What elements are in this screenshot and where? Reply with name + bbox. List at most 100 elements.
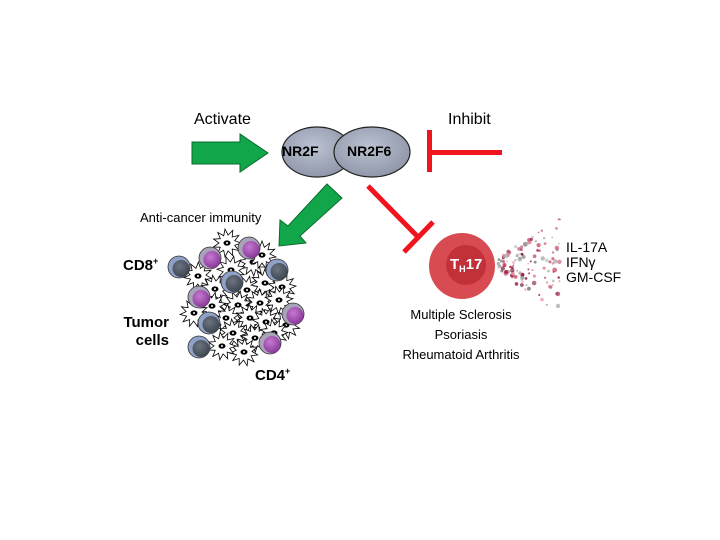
tumor-label-line2: cells <box>135 332 169 349</box>
cytokine-particle <box>511 260 516 265</box>
cytokine-particle <box>555 227 558 230</box>
inhibit-bar-symbol <box>427 130 502 172</box>
cytokine-particle <box>538 249 541 252</box>
cytokine-particle <box>507 269 511 273</box>
cytokine-particle <box>518 271 522 275</box>
cytokine-particle <box>545 303 548 306</box>
cytokine-particle <box>520 283 524 287</box>
cd8-t-cell <box>167 255 191 279</box>
cytokine-particle <box>516 269 519 272</box>
cytokine-particle <box>517 247 521 251</box>
cd4-label: CD4+ <box>255 366 291 385</box>
cytokine-particles <box>496 218 562 309</box>
cd4-superscript: + <box>285 366 291 376</box>
th17-label: TH17 <box>450 256 482 274</box>
cytokine-particle <box>520 252 524 256</box>
cytokine-particle <box>554 245 560 251</box>
cytokine-particle <box>520 278 523 281</box>
cd4-t-cell <box>187 285 211 309</box>
inhibit-label: Inhibit <box>448 111 491 128</box>
activate-arrow <box>191 133 269 173</box>
cytokine-particle <box>499 259 504 263</box>
cytokine-particle <box>521 280 524 283</box>
cd4-t-cell <box>198 246 222 270</box>
cytokine-particle <box>557 218 560 221</box>
cytokine-particle <box>551 262 554 265</box>
cytokine-particle <box>542 237 546 240</box>
cytokine-particle <box>533 260 537 264</box>
cd4-t-cell <box>237 236 261 260</box>
cd4-text: CD4 <box>255 367 286 384</box>
cytokine-particle <box>551 279 555 283</box>
cytokine-particle <box>527 268 530 271</box>
cd8-label: CD8+ <box>123 256 159 275</box>
anti-cancer-arrow <box>278 183 343 247</box>
cytokine-particle <box>536 243 541 248</box>
cytokine-particle <box>557 276 560 279</box>
nr2f-label: NR2F <box>282 143 319 159</box>
tumor-cell-cluster <box>167 227 305 367</box>
cytokine-particle <box>521 254 526 259</box>
cytokine-particle <box>525 284 528 287</box>
cd8-t-cell <box>197 311 221 335</box>
cytokine-particle <box>506 260 509 263</box>
disease-list: Multiple Sclerosis Psoriasis Rheumatoid … <box>391 305 531 365</box>
cytokine-particle <box>544 276 547 279</box>
cytokine-particle <box>536 249 539 252</box>
cytokine-particle <box>524 277 528 280</box>
cytokine-particle <box>555 291 561 297</box>
cytokine-particle <box>512 264 515 267</box>
cytokine-particle <box>527 286 531 291</box>
cytokine-particle <box>514 258 517 262</box>
cytokine-particle <box>511 266 514 269</box>
cytokine-particle <box>551 251 555 254</box>
cytokine-particle <box>555 303 561 309</box>
cd4-t-cell <box>258 331 282 355</box>
cytokine-particle <box>496 261 500 265</box>
cytokine-particle <box>551 284 554 287</box>
cytokine-particle <box>532 274 537 278</box>
th17-cell <box>429 233 495 299</box>
disease-psoriasis: Psoriasis <box>434 327 488 342</box>
th17-inhibit-symbol <box>366 184 435 254</box>
cytokine-particle <box>522 241 528 247</box>
cytokine-particle <box>529 260 532 263</box>
disease-rheumatoid-arthritis: Rheumatoid Arthritis <box>402 347 520 362</box>
cytokine-particle <box>543 242 547 246</box>
cytokine-particle <box>540 256 545 261</box>
cytokine-particle <box>504 270 508 274</box>
cytokine-particle <box>551 236 553 239</box>
cytokine-particle <box>557 259 562 264</box>
tumor-cells-label: Tumor cells <box>121 314 169 350</box>
tumor-label-line1: Tumor <box>123 314 169 331</box>
cytokine-particle <box>503 256 505 259</box>
nr2f6-label: NR2F6 <box>347 143 392 159</box>
cytokine-il17a: IL-17A <box>566 239 608 255</box>
cytokine-particle <box>558 280 561 283</box>
cytokine-particle <box>511 272 515 276</box>
cytokine-particle <box>530 238 533 241</box>
cytokine-particle <box>552 271 555 273</box>
cd8-superscript: + <box>153 256 159 266</box>
disease-multiple-sclerosis: Multiple Sclerosis <box>410 307 512 322</box>
cytokine-particle <box>514 245 518 249</box>
cytokine-gmcsf: GM-CSF <box>566 269 622 285</box>
cytokine-particle <box>506 249 511 254</box>
cytokine-particle <box>498 264 502 268</box>
cytokine-particle <box>544 258 549 263</box>
cytokine-list: IL-17A IFNγ GM-CSF <box>566 240 621 285</box>
cytokine-particle <box>551 257 555 261</box>
cytokine-particle <box>538 294 541 296</box>
cytokine-particle <box>528 272 531 275</box>
cd8-t-cell <box>187 335 211 359</box>
activate-label: Activate <box>194 111 251 128</box>
th17-number: 17 <box>465 256 483 273</box>
cytokine-particle <box>504 253 509 258</box>
cytokine-particle <box>545 281 549 284</box>
cytokine-particle <box>548 260 552 264</box>
cytokine-particle <box>509 265 512 269</box>
th17-t: T <box>450 256 460 273</box>
cd8-text: CD8 <box>123 257 154 274</box>
anti-cancer-immunity-label: Anti-cancer immunity <box>140 210 262 225</box>
